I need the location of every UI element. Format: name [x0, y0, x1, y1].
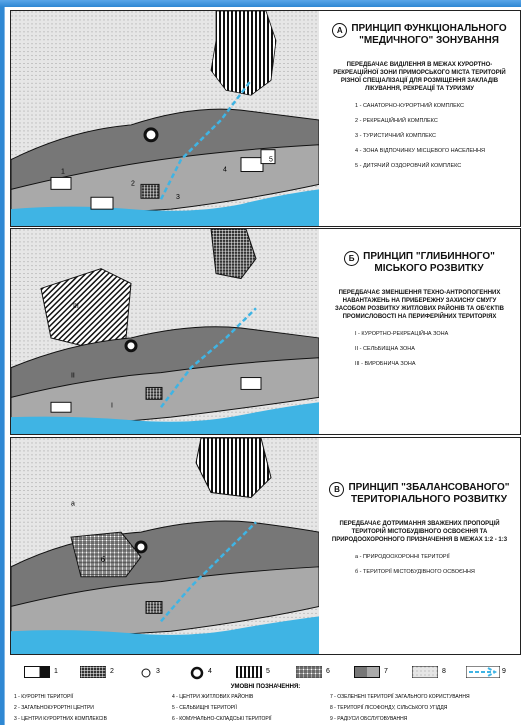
list-item: 2 - РЕКРЕАЦІЙНИЙ КОМПЛЕКС — [355, 118, 520, 125]
panel-description: ПЕРЕДБАЧАЄ ДОТРИМАННЯ ЗВАЖЕНИХ ПРОПОРЦІЙ… — [327, 520, 512, 544]
panel-c: а б В ПРИНЦИП "ЗБАЛАНСОВАНОГО"ТЕРИТОРІАЛ… — [10, 437, 521, 655]
list-item: II - СЕЛЬБИЩНА ЗОНА — [355, 346, 520, 353]
list-item: III - ВИРОБНИЧА ЗОНА — [355, 361, 520, 368]
map-label: б — [101, 556, 105, 564]
legend-text: 1 - КУРОРТНІ ТЕРИТОРІЇ — [14, 694, 73, 700]
panel-badge: Б — [344, 251, 359, 266]
panel-c-text: В ПРИНЦИП "ЗБАЛАНСОВАНОГО"ТЕРИТОРІАЛЬНОГ… — [319, 438, 520, 654]
legend-text: 4 - ЦЕНТРИ ЖИТЛОВИХ РАЙОНІВ — [172, 694, 253, 700]
map-label: II — [71, 373, 75, 380]
panel-b: I II III Б ПРИНЦИП "ГЛИБИННОГО"МІСЬКОГО … — [10, 228, 521, 435]
legend-text: 2 - ЗАГАЛЬНОКУРОРТНІ ЦЕНТРИ — [14, 705, 94, 711]
list-item: I - КУРОРТНО-РЕКРЕАЦІЙНА ЗОНА — [355, 331, 520, 338]
panel-b-text: Б ПРИНЦИП "ГЛИБИННОГО"МІСЬКОГО РОЗВИТКУ … — [319, 229, 520, 434]
panel-a-text: А ПРИНЦИП ФУНКЦІОНАЛЬНОГО"МЕДИЧНОГО" ЗОН… — [319, 11, 520, 226]
map-label: 2 — [131, 180, 135, 187]
list-item: 4 - ЗОНА ВІДПОЧИНКУ МІСЦЕВОГО НАСЕЛЕННЯ — [355, 148, 520, 155]
legend-text: 6 - КОМУНАЛЬНО-СКЛАДСЬКІ ТЕРИТОРІЇ — [172, 716, 272, 722]
legend-text: 3 - ЦЕНТРИ КУРОРТНИХ КОМПЛЕКСІВ — [14, 716, 107, 722]
list-item: 3 - ТУРИСТИЧНИЙ КОМПЛЕКС — [355, 133, 520, 140]
panel-description: ПЕРЕДБАЧАЄ ВИДІЛЕННЯ В МЕЖАХ КУРОРТНО-РЕ… — [327, 61, 512, 93]
legend-text: 9 - РАДІУСИ ОБСЛУГОВУВАННЯ — [330, 716, 407, 722]
panel-b-map: I II III — [11, 229, 319, 434]
map-label: 4 — [223, 167, 227, 174]
map-label: I — [111, 402, 113, 409]
window-top-bar — [0, 0, 521, 7]
panel-a: 1 2 3 4 5 А ПРИНЦИП ФУНКЦІОНАЛЬНОГО"МЕДИ… — [10, 10, 521, 227]
legend-text: 5 - СЕЛЬБИЩНІ ТЕРИТОРІЇ — [172, 705, 237, 711]
list-item: 1 - САНАТОРНО-КУРОРТНИЙ КОМПЛЕКС — [355, 103, 520, 110]
legend-text: 7 - ОЗЕЛЕНЕНІ ТЕРИТОРІЇ ЗАГАЛЬНОГО КОРИС… — [330, 694, 470, 700]
panel-a-map: 1 2 3 4 5 — [11, 11, 319, 226]
legend: 1 2 3 4 5 6 7 8 9 УМОВНІ ПОЗНАЧЕННЯ: 1 -… — [10, 655, 521, 725]
panel-badge: А — [332, 23, 347, 38]
panel-badge: В — [329, 482, 344, 497]
panel-c-map: а б — [11, 438, 319, 654]
map-label: III — [73, 303, 79, 310]
legend-title: УМОВНІ ПОЗНАЧЕННЯ: — [10, 684, 521, 690]
list-item: а - ПРИРОДООХОРОННІ ТЕРИТОРІЇ — [355, 554, 520, 561]
panel-title: ПРИНЦИП "ЗБАЛАНСОВАНОГО"ТЕРИТОРІАЛЬНОГО … — [348, 482, 509, 506]
panel-title: ПРИНЦИП "ГЛИБИННОГО"МІСЬКОГО РОЗВИТКУ — [363, 251, 495, 275]
map-label: 1 — [61, 169, 65, 176]
map-label: 3 — [176, 194, 180, 201]
list-item: 5 - ДИТЯЧИЙ ОЗДОРОВЧИЙ КОМПЛЕКС — [355, 163, 520, 170]
map-label: а — [71, 500, 75, 507]
map-label: 5 — [269, 157, 273, 164]
legend-text: 8 - ТЕРИТОРІЇ ЛІСОФОНДУ, СІЛЬСЬКОГО УГІД… — [330, 705, 447, 711]
list-item: б - ТЕРИТОРІЇ МІСТОБУДІВНОГО ОСВОЄННЯ — [355, 569, 520, 576]
panel-title: ПРИНЦИП ФУНКЦІОНАЛЬНОГО"МЕДИЧНОГО" ЗОНУВ… — [351, 23, 506, 47]
panel-description: ПЕРЕДБАЧАЄ ЗМЕНШЕННЯ ТЕХНО-АНТРОПОГЕННИХ… — [327, 289, 512, 321]
